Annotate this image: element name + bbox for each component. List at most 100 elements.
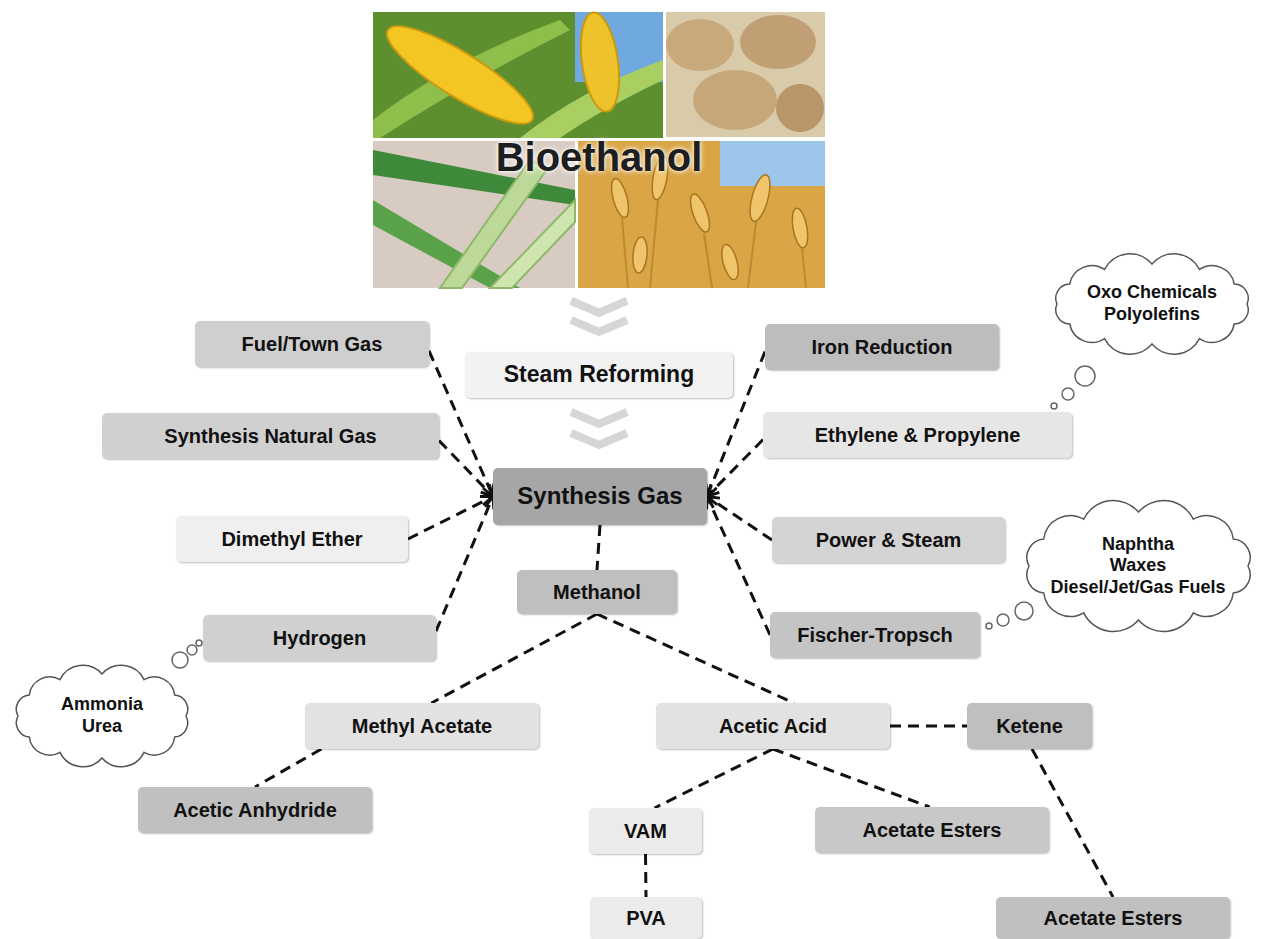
tuber-photo — [666, 12, 825, 137]
node-label: Fischer-Tropsch — [797, 623, 953, 647]
process-box: VAM — [589, 808, 702, 854]
dashed-connector — [773, 749, 930, 807]
process-box: Fischer-Tropsch — [770, 612, 980, 658]
node-label: Naphtha — [1102, 534, 1174, 556]
tuber — [776, 84, 824, 132]
node-label: Dimethyl Ether — [221, 527, 362, 551]
sky — [720, 141, 825, 186]
corn-cob — [575, 10, 625, 114]
wheat-stem — [704, 233, 712, 288]
process-box: Methanol — [517, 570, 677, 614]
thought-bubble — [1075, 366, 1095, 386]
node-label: Acetate Esters — [1044, 906, 1183, 930]
wheat-ear — [608, 177, 632, 219]
node-label: Iron Reduction — [811, 335, 952, 359]
cane-stalk — [490, 200, 575, 288]
thought-bubble — [187, 645, 197, 655]
dashed-connector — [597, 614, 794, 703]
dashed-connector — [436, 497, 493, 632]
tuber — [740, 15, 816, 69]
cloud-shape — [1056, 254, 1248, 354]
process-box: Synthesis Natural Gas — [102, 413, 439, 459]
dashed-connector — [707, 440, 763, 497]
node-label: Oxo Chemicals — [1087, 282, 1217, 304]
connectors — [255, 301, 1113, 897]
process-box: Ethylene & Propylene — [763, 412, 1072, 458]
thought-cloud: NaphthaWaxesDiesel/Jet/Gas Fuels — [1017, 500, 1260, 632]
wheat-stem — [622, 218, 628, 288]
wheat-stem — [650, 200, 658, 288]
node-label: Bioethanol — [496, 133, 703, 181]
wheat-stem — [748, 222, 756, 288]
thought-bubble — [172, 652, 188, 668]
node-label: Methyl Acetate — [352, 714, 492, 738]
thought-bubble — [997, 614, 1009, 626]
wheat-ear — [631, 236, 648, 273]
process-box: Fuel/Town Gas — [195, 321, 429, 367]
process-box: Power & Steam — [772, 517, 1005, 563]
photo-ground — [666, 12, 825, 137]
node-label: Polyolefins — [1104, 304, 1200, 326]
node-label: Synthesis Natural Gas — [164, 424, 376, 448]
thought-cloud: AmmoniaUrea — [6, 662, 198, 770]
thought-bubble — [986, 623, 992, 629]
cane-stalk — [440, 160, 548, 288]
node-label: Steam Reforming — [504, 361, 694, 389]
process-box: Acetate Esters — [996, 897, 1230, 939]
node-label: Methanol — [553, 580, 641, 604]
dashed-connector — [707, 497, 770, 636]
dashed-connector — [644, 854, 648, 897]
corn-photo — [373, 10, 663, 139]
node-label: Power & Steam — [816, 528, 962, 552]
cloud-shape — [1026, 501, 1249, 632]
node-label: Synthesis Gas — [517, 482, 682, 511]
node-label: Waxes — [1110, 555, 1166, 577]
process-box: Dimethyl Ether — [176, 516, 408, 562]
dashed-connector — [597, 525, 600, 570]
dashed-connector — [890, 725, 967, 728]
process-box: PVA — [590, 897, 702, 939]
chevron-arrow — [571, 412, 627, 445]
process-box: Synthesis Gas — [493, 468, 707, 525]
wheat-stems — [622, 200, 806, 288]
thought-bubble — [196, 640, 202, 646]
dashed-connector — [431, 614, 597, 703]
thought-cloud: Oxo ChemicalsPolyolefins — [1045, 252, 1259, 356]
tuber — [693, 70, 777, 130]
wheat-ear — [719, 243, 742, 281]
thought-bubble — [1015, 602, 1033, 620]
tuber — [666, 19, 734, 71]
dashed-connector — [439, 441, 493, 497]
process-box: Hydrogen — [203, 615, 436, 661]
thought-bubble — [1051, 403, 1057, 409]
node-label: Urea — [82, 716, 122, 738]
node-label: Ethylene & Propylene — [815, 423, 1021, 447]
node-label: Diesel/Jet/Gas Fuels — [1050, 577, 1225, 599]
chevron-arrow — [571, 301, 627, 332]
node-label: Ammonia — [61, 694, 143, 716]
process-box: Acetic Acid — [656, 703, 890, 749]
cloud-shape — [16, 665, 187, 766]
process-box: Acetic Anhydride — [138, 787, 372, 833]
process-box: Acetate Esters — [815, 807, 1049, 853]
dashed-connector — [655, 749, 773, 808]
wheat-ear — [790, 207, 811, 249]
thought-bubbles — [172, 366, 1095, 668]
thought-bubble — [1062, 388, 1074, 400]
node-label: Ketene — [996, 714, 1063, 738]
node-label: PVA — [626, 906, 666, 930]
node-label: Acetic Anhydride — [173, 798, 337, 822]
wheat-ear — [746, 173, 774, 224]
node-label: Acetate Esters — [863, 818, 1002, 842]
feedstock-photo: Bioethanol — [373, 12, 825, 288]
process-box: Steam Reforming — [465, 352, 733, 398]
process-box: Methyl Acetate — [305, 703, 539, 749]
node-label: Hydrogen — [273, 626, 366, 650]
wheat-stem — [802, 248, 806, 288]
dashed-connector — [408, 497, 493, 540]
corn-cob — [376, 11, 543, 138]
node-label: VAM — [624, 819, 667, 843]
wheat-ear — [687, 192, 714, 234]
node-label: Fuel/Town Gas — [242, 332, 383, 356]
